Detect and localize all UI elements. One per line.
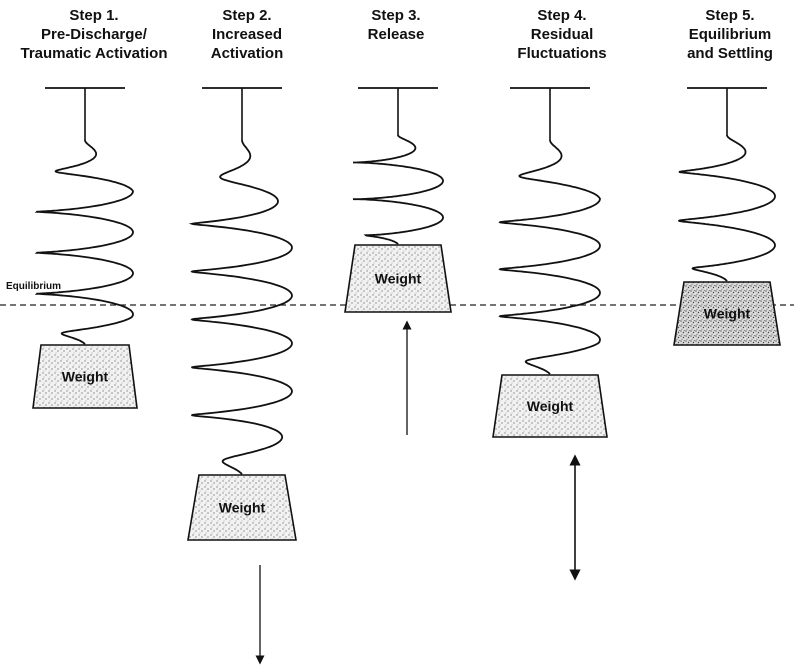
spring-coil-step-2 (188, 139, 293, 475)
weight-label-step-2: Weight (219, 500, 266, 516)
step-3-heading: Step 3. (371, 7, 421, 24)
step-1-label: Step 1. Pre-Discharge/ Traumatic Activat… (4, 6, 184, 63)
spring-coil-step-3 (352, 134, 444, 245)
step-5-line2: and Settling (687, 45, 773, 62)
step-5-label: Step 5. Equilibrium and Settling (640, 6, 794, 63)
weight-label-step-3: Weight (375, 271, 422, 287)
step-4-heading: Step 4. (537, 7, 587, 24)
step-3-line1: Release (367, 26, 425, 43)
weight-label-step-4: Weight (527, 398, 574, 414)
step-1-line2: Traumatic Activation (20, 45, 168, 62)
spring-coil-step-5 (678, 135, 776, 282)
weight-block-step-4 (492, 374, 608, 438)
weight-block-step-3 (344, 244, 452, 313)
step-2-line2: Activation (210, 45, 284, 62)
weight-label-step-1: Weight (62, 369, 109, 385)
spring-coil-step-1 (34, 140, 134, 345)
step-5-line1: Equilibrium (688, 26, 772, 43)
step-2-line1: Increased (211, 26, 283, 43)
step-4-label: Step 4. Residual Fluctuations (472, 6, 652, 63)
step-1-line1: Pre-Discharge/ (41, 26, 147, 43)
step-2-heading: Step 2. (222, 7, 272, 24)
step-4-line2: Fluctuations (517, 45, 607, 62)
weight-block-step-2 (187, 474, 297, 541)
weight-label-step-5: Weight (704, 306, 751, 322)
equilibrium-label: Equilibrium (6, 281, 61, 292)
step-1-heading: Step 1. (69, 7, 119, 24)
weight-block-step-5 (673, 281, 781, 346)
step-4-line1: Residual (530, 26, 594, 43)
spring-coil-step-4 (498, 140, 601, 375)
step-2-label: Step 2. Increased Activation (157, 6, 337, 63)
weight-block-step-1 (32, 344, 138, 409)
step-5-heading: Step 5. (705, 7, 755, 24)
step-3-label: Step 3. Release (306, 6, 486, 44)
